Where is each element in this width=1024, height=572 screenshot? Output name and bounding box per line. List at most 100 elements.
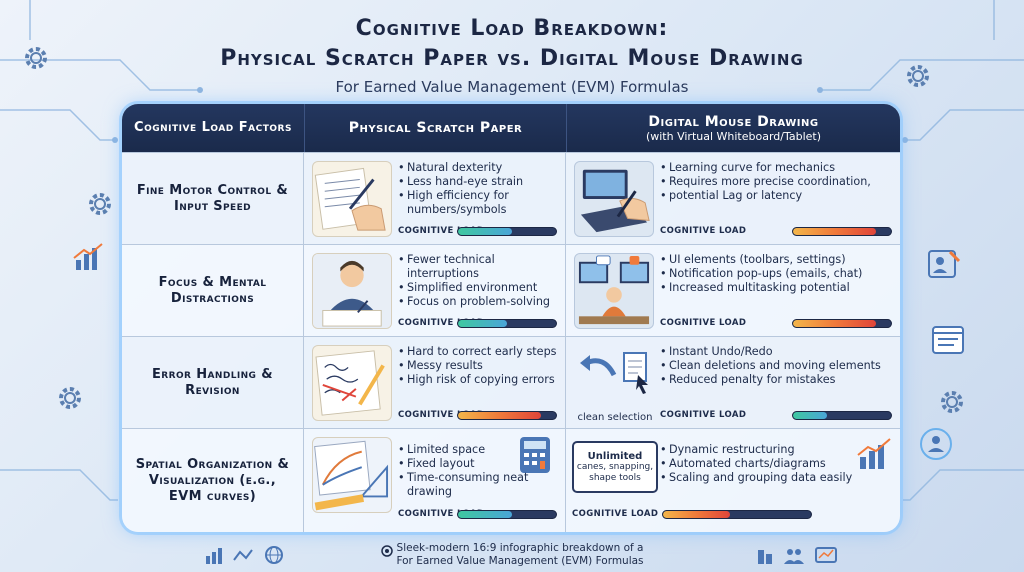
cognitive-load-label: COGNITIVE LOAD <box>660 318 747 328</box>
bullet: Increased multitasking potential <box>660 281 894 295</box>
bullet: Automated charts/diagrams <box>660 457 854 471</box>
header-factors: Cognitive Load Factors <box>134 120 292 135</box>
header-digital-title: Digital Mouse Drawing <box>648 113 819 130</box>
paper-cell: Hard to correct early steps Messy result… <box>304 337 566 429</box>
load-fill <box>458 320 507 327</box>
header-digital: Digital Mouse Drawing (with Virtual Whit… <box>566 104 900 152</box>
student-writing-illustration <box>312 253 392 329</box>
gear-icon <box>25 47 47 69</box>
graph-paper-illustration <box>312 437 392 513</box>
comparison-table: Cognitive Load Factors Physical Scratch … <box>122 104 900 532</box>
factor-label: Error Handling & Revision <box>122 337 304 429</box>
digital-cell: UI elements (toolbars, settings) Notific… <box>566 245 900 337</box>
tablet-drawing-illustration <box>574 161 654 237</box>
bullet: High risk of copying errors <box>398 373 559 387</box>
cognitive-load-meter: COGNITIVE LOAD <box>398 408 557 422</box>
cognitive-load-label: COGNITIVE LOAD <box>660 410 747 420</box>
paper-bullets: Hard to correct early steps Messy result… <box>398 345 559 387</box>
cognitive-load-label: COGNITIVE LOAD <box>398 318 485 328</box>
gear-icon <box>59 387 81 409</box>
cognitive-load-label: COGNITIVE LOAD <box>398 509 485 519</box>
cognitive-load-bar <box>792 411 892 420</box>
gear-icon <box>941 391 963 413</box>
paper-bullets: Natural dexterity Less hand-eye strain H… <box>398 161 559 217</box>
footer-text: Sleek-modern 16:9 infographic breakdown … <box>380 542 660 568</box>
bullet: potential Lag or latency <box>660 189 894 203</box>
bullet: Limited space <box>398 443 559 457</box>
gear-icon <box>907 65 929 87</box>
user-card-icon <box>928 250 961 278</box>
unlimited-canvas-box: Unlimited canes, snapping, shape tools <box>572 441 658 493</box>
bullet: Less hand-eye strain <box>398 175 559 189</box>
digital-cell: clean selection Instant Undo/Redo Clean … <box>566 337 900 429</box>
load-fill <box>458 511 512 518</box>
factor-label: Fine Motor Control & Input Speed <box>122 153 304 245</box>
bullet: Scaling and grouping data easily <box>660 471 854 485</box>
cognitive-load-bar <box>457 227 557 236</box>
bullet: Natural dexterity <box>398 161 559 175</box>
cognitive-load-meter: COGNITIVE LOAD <box>398 316 557 330</box>
hand-writing-illustration <box>312 161 392 237</box>
bullet: UI elements (toolbars, settings) <box>660 253 894 267</box>
table-row: Error Handling & Revision Hard to correc… <box>122 336 900 429</box>
cognitive-load-meter: COGNITIVE LOAD <box>398 507 557 521</box>
cognitive-load-meter: COGNITIVE LOAD <box>572 507 892 521</box>
page-title-line1: Cognitive Load Breakdown: <box>355 16 669 41</box>
cognitive-load-bar <box>792 319 892 328</box>
bullet: Learning curve for mechanics <box>660 161 894 175</box>
bullet: Dynamic restructuring <box>660 443 854 457</box>
cognitive-load-meter: COGNITIVE LOAD <box>398 224 557 238</box>
footer-line1: Sleek-modern 16:9 infographic breakdown … <box>396 542 644 554</box>
unlimited-box-line3: shape tools <box>589 472 641 483</box>
bullet: Instant Undo/Redo <box>660 345 894 359</box>
bullet: Fixed layout <box>398 457 559 471</box>
bullet: Hard to correct early steps <box>398 345 559 359</box>
load-fill <box>458 412 542 419</box>
table-row: Spatial Organization & Visualization (e.… <box>122 428 900 532</box>
cognitive-load-label: COGNITIVE LOAD <box>572 509 659 519</box>
footer-line2: For Earned Value Management (EVM) Formul… <box>396 555 644 567</box>
page-subtitle: For Earned Value Management (EVM) Formul… <box>335 78 689 96</box>
clean-selection-caption: clean selection <box>577 412 653 423</box>
bullet: Messy results <box>398 359 559 373</box>
cognitive-load-bar <box>662 510 812 519</box>
table-header: Cognitive Load Factors Physical Scratch … <box>122 104 900 152</box>
cognitive-load-bar <box>457 319 557 328</box>
bullet: Reduced penalty for mistakes <box>660 373 894 387</box>
cognitive-load-bar <box>457 411 557 420</box>
bullet: Notification pop-ups (emails, chat) <box>660 267 894 281</box>
digital-bullets: UI elements (toolbars, settings) Notific… <box>660 253 894 295</box>
table-row: Focus & Mental Distractions Fewer techni… <box>122 244 900 337</box>
cognitive-load-meter: COGNITIVE LOAD <box>660 316 892 330</box>
footer-icons-left <box>206 546 283 564</box>
table-body: Fine Motor Control & Input Speed Natural… <box>122 152 900 532</box>
bullet: Simplified environment <box>398 281 559 295</box>
paper-bullets: Limited space Fixed layout Time-consumin… <box>398 443 559 499</box>
messy-notes-illustration <box>312 345 392 421</box>
cognitive-load-label: COGNITIVE LOAD <box>398 226 485 236</box>
load-fill <box>793 412 828 419</box>
page-title-line2: Physical Scratch Paper vs. Digital Mouse… <box>220 46 804 71</box>
bar-chart-icon <box>73 243 103 270</box>
paper-cell: Limited space Fixed layout Time-consumin… <box>304 429 566 532</box>
bullet: Time-consuming neat drawing <box>398 471 559 499</box>
digital-bullets: Learning curve for mechanics Requires mo… <box>660 161 894 203</box>
factor-label: Spatial Organization & Visualization (e.… <box>122 429 304 532</box>
factor-label: Focus & Mental Distractions <box>122 245 304 337</box>
load-fill <box>663 511 730 518</box>
header-digital-subtitle: (with Virtual Whiteboard/Tablet) <box>645 129 822 143</box>
cognitive-load-bar <box>792 227 892 236</box>
paper-cell: Natural dexterity Less hand-eye strain H… <box>304 153 566 245</box>
gear-icon <box>89 193 111 215</box>
bullet: Focus on problem-solving <box>398 295 559 309</box>
bullet: Requires more precise coordination, <box>660 175 894 189</box>
undo-icon <box>580 352 648 394</box>
digital-cell: Learning curve for mechanics Requires mo… <box>566 153 900 245</box>
growth-chart-icon <box>857 438 891 469</box>
cognitive-load-meter: COGNITIVE LOAD <box>660 408 892 422</box>
target-icon <box>381 545 393 557</box>
footer-icons-right <box>758 547 837 564</box>
unlimited-box-line1: Unlimited <box>587 450 643 462</box>
digital-bullets: Dynamic restructuring Automated charts/d… <box>660 443 854 485</box>
